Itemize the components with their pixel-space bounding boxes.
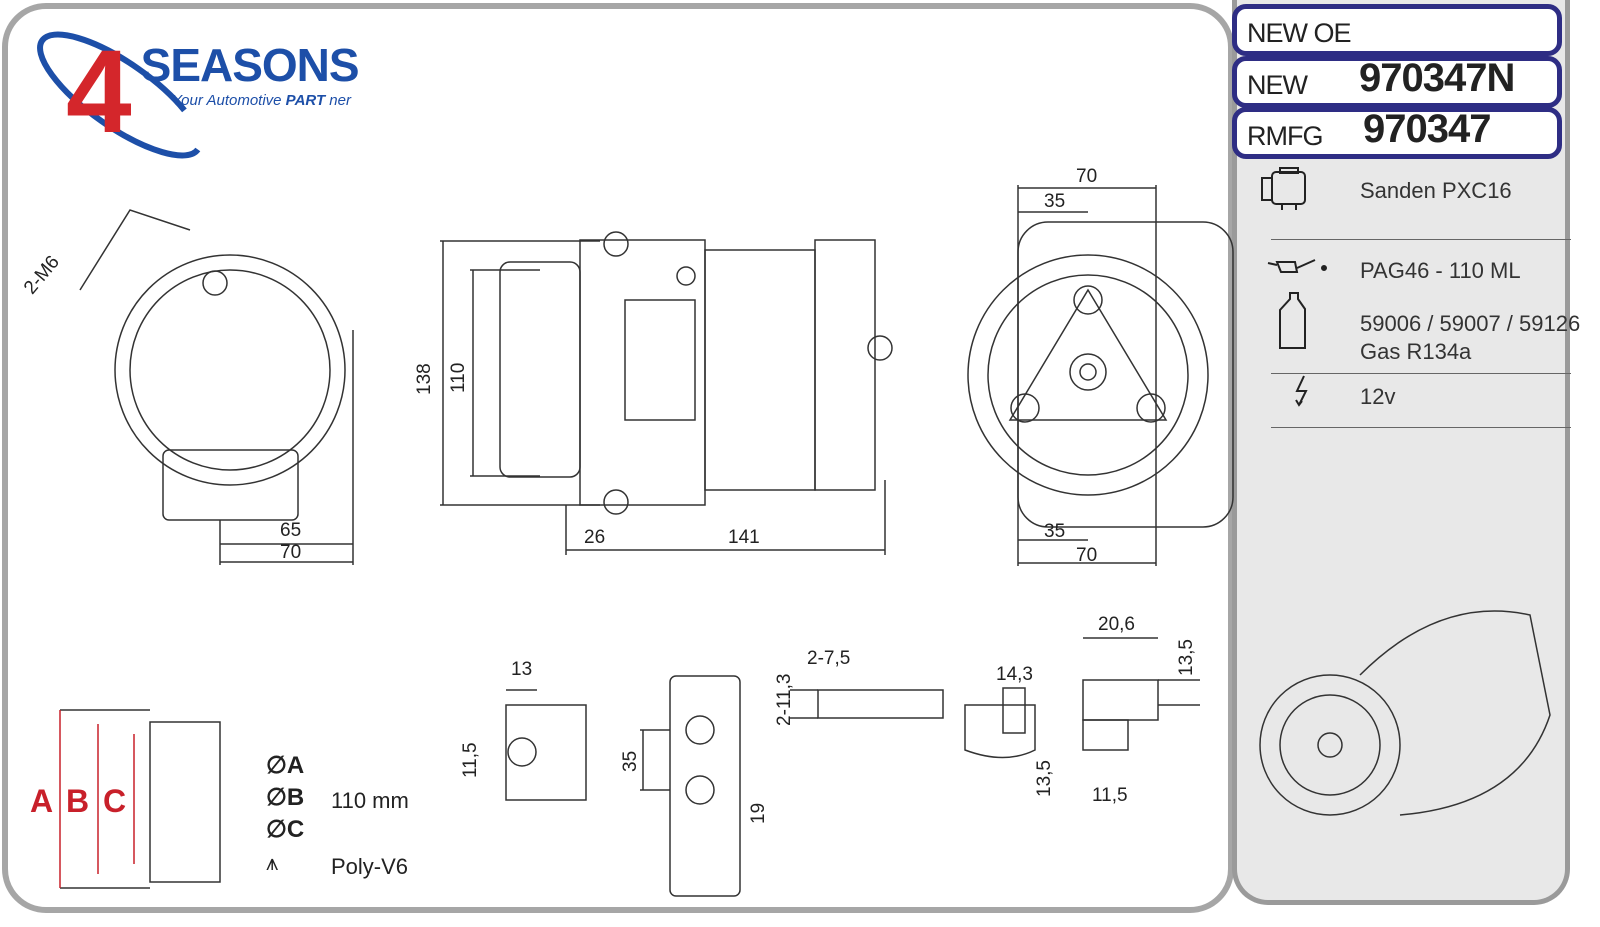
rmfg-part-number: 970347 [1363, 107, 1491, 151]
dim-label: 138 [414, 363, 435, 395]
rmfg-label: RMFG [1247, 121, 1323, 151]
dim-label: 2-11,3 [774, 673, 795, 726]
dim-label: 70 [1076, 545, 1098, 566]
dim-label: 35 [1044, 191, 1066, 212]
tagline-part-c: ner [325, 92, 351, 109]
dim-label: 70 [1076, 166, 1098, 187]
dim-label: 141 [728, 527, 760, 548]
diameter-a: ∅A [266, 752, 304, 780]
dim-label: 70 [280, 542, 302, 563]
dim-label: 19 [748, 802, 769, 824]
dim-label: 11,5 [1092, 785, 1128, 806]
new-part-box: NEW 970347N [1232, 56, 1562, 108]
dim-label: 26 [584, 527, 606, 548]
diameter-b-label: B [286, 784, 305, 811]
diameter-b: ∅B [266, 784, 304, 812]
diameter-a-label: A [286, 752, 305, 779]
pulley-label-a: A [30, 783, 54, 819]
oil-type: PAG46 - 110 ML [1360, 258, 1521, 283]
dim-label: 14,3 [996, 664, 1033, 685]
dim-label: 13,5 [1176, 639, 1197, 676]
dim-label: 65 [280, 520, 302, 541]
diameter-icon: ∅ [266, 816, 287, 843]
dim-label: 11,5 [460, 742, 481, 778]
tagline-part-a: Your Automotive [172, 92, 286, 109]
diameter-c: ∅C [266, 816, 304, 844]
new-part-number: 970347N [1359, 56, 1515, 100]
dim-label: 35 [1044, 521, 1066, 542]
tagline-part-b: PART [285, 92, 326, 109]
gas-type: Gas R134a [1360, 339, 1472, 364]
dim-label: 35 [620, 750, 641, 772]
divider [1271, 239, 1571, 240]
diameter-c-label: C [286, 816, 305, 843]
pulley-diameter: 110 mm [331, 788, 409, 813]
dim-label: 13 [511, 659, 533, 680]
new-label: NEW [1247, 70, 1308, 100]
compressor-model: Sanden PXC16 [1360, 178, 1512, 203]
dim-label: 13,5 [1034, 760, 1055, 797]
rmfg-part-box: RMFG 970347 [1232, 107, 1562, 159]
belt-icon: ⩚ [266, 850, 279, 875]
oe-label: NEW OE [1247, 18, 1352, 48]
brand-tagline: Your Automotive PART ner [172, 93, 351, 109]
brand-logo-swoosh [37, 31, 203, 159]
belt-type: Poly-V6 [331, 854, 409, 879]
divider [1271, 427, 1571, 428]
brand-name: 4SEASONS [66, 26, 360, 158]
dim-label: 2-7,5 [807, 648, 851, 669]
diameter-icon: ∅ [266, 752, 287, 779]
divider [1271, 373, 1571, 374]
dim-label: 110 [448, 362, 469, 393]
dim-label: 20,6 [1098, 614, 1135, 635]
voltage: 12v [1360, 384, 1396, 409]
oil-references: 59006 / 59007 / 59126 [1360, 311, 1581, 336]
pulley-label-c: C [103, 783, 127, 819]
oe-box: NEW OE [1232, 4, 1562, 56]
diameter-icon: ∅ [266, 784, 287, 811]
pulley-label-b: B [66, 783, 90, 819]
